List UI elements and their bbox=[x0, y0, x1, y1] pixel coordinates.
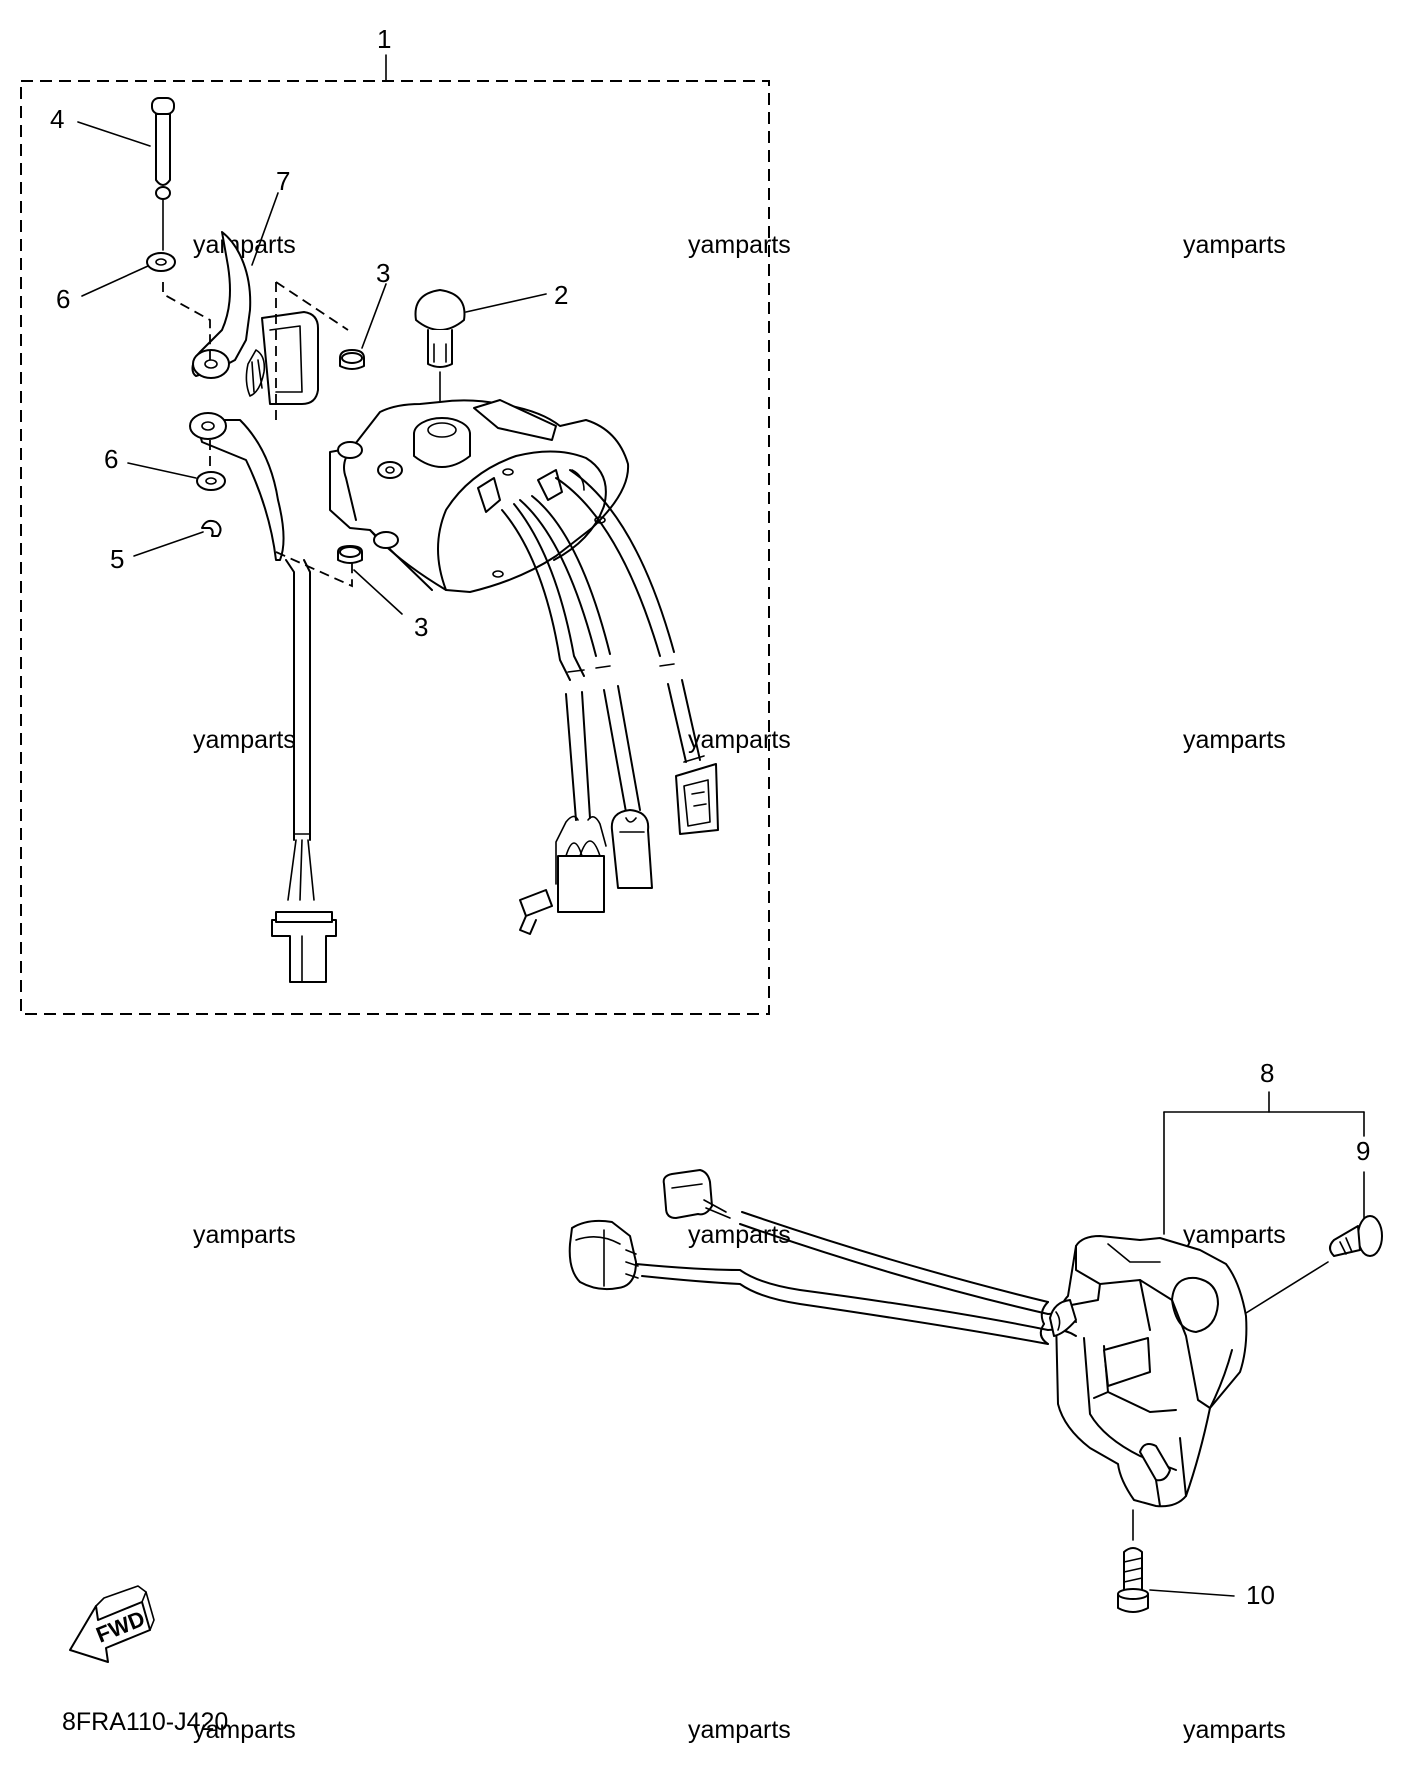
watermark: yamparts bbox=[1183, 1716, 1286, 1744]
part-9-screw bbox=[1237, 1215, 1383, 1319]
callout-6-lower: 6 bbox=[104, 444, 118, 474]
wire-lead-2 bbox=[519, 495, 653, 889]
part-6-washer-upper: 6 bbox=[56, 199, 176, 314]
part-3-grommet-lower: 3 bbox=[337, 545, 428, 642]
callout-9: 9 bbox=[1356, 1136, 1370, 1166]
callout-8: 8 bbox=[1260, 1058, 1274, 1088]
watermark: yamparts bbox=[1183, 231, 1286, 259]
watermark: yamparts bbox=[193, 1221, 296, 1249]
assembly-guide-lines bbox=[162, 281, 353, 588]
connector-large bbox=[568, 1219, 639, 1291]
assembly-1-boundary: 1 bbox=[20, 24, 770, 1015]
fwd-arrow-icon: FWD bbox=[69, 1585, 155, 1663]
watermark: yamparts bbox=[193, 231, 296, 259]
callout-8-group: 8 9 bbox=[1163, 1058, 1370, 1235]
callout-4: 4 bbox=[50, 104, 64, 134]
callout-6-upper: 6 bbox=[56, 284, 70, 314]
callout-3-upper: 3 bbox=[376, 258, 390, 288]
callout-7: 7 bbox=[276, 166, 290, 196]
part-8-switch-housing bbox=[1055, 1235, 1248, 1508]
watermark: yamparts bbox=[688, 1221, 791, 1249]
watermark: yamparts bbox=[688, 231, 791, 259]
watermark: yamparts bbox=[1183, 1221, 1286, 1249]
part-5-clip: 5 bbox=[110, 519, 222, 574]
diagram-code: 8FRA110-J420 bbox=[62, 1708, 228, 1736]
watermark: yamparts bbox=[193, 726, 296, 754]
switch-housing-left bbox=[329, 399, 630, 593]
part-2-knob: 2 bbox=[414, 280, 568, 421]
callout-5: 5 bbox=[110, 544, 124, 574]
callout-3-lower: 3 bbox=[414, 612, 428, 642]
part-10-screw: 10 bbox=[1117, 1509, 1275, 1613]
wire-lead-3 bbox=[555, 469, 719, 835]
callout-2: 2 bbox=[554, 280, 568, 310]
part-6-washer-lower: 6 bbox=[104, 444, 226, 491]
callout-10: 10 bbox=[1246, 1580, 1275, 1610]
part-7-bracket: 7 bbox=[189, 166, 319, 561]
watermark: yamparts bbox=[1183, 726, 1286, 754]
part-3-grommet-upper: 3 bbox=[339, 258, 390, 370]
callout-1: 1 bbox=[377, 24, 391, 54]
wire-lead-left bbox=[271, 559, 337, 983]
part-4-pin: 4 bbox=[50, 97, 175, 200]
connector-small bbox=[662, 1169, 731, 1219]
watermark: yamparts bbox=[688, 726, 791, 754]
wire-lead-1 bbox=[501, 503, 607, 935]
wire-harness bbox=[635, 1211, 1077, 1345]
watermark-layer: yamparts yamparts yamparts yamparts yamp… bbox=[193, 231, 1286, 1744]
watermark: yamparts bbox=[688, 1716, 791, 1744]
watermark: yamparts bbox=[193, 1716, 296, 1744]
